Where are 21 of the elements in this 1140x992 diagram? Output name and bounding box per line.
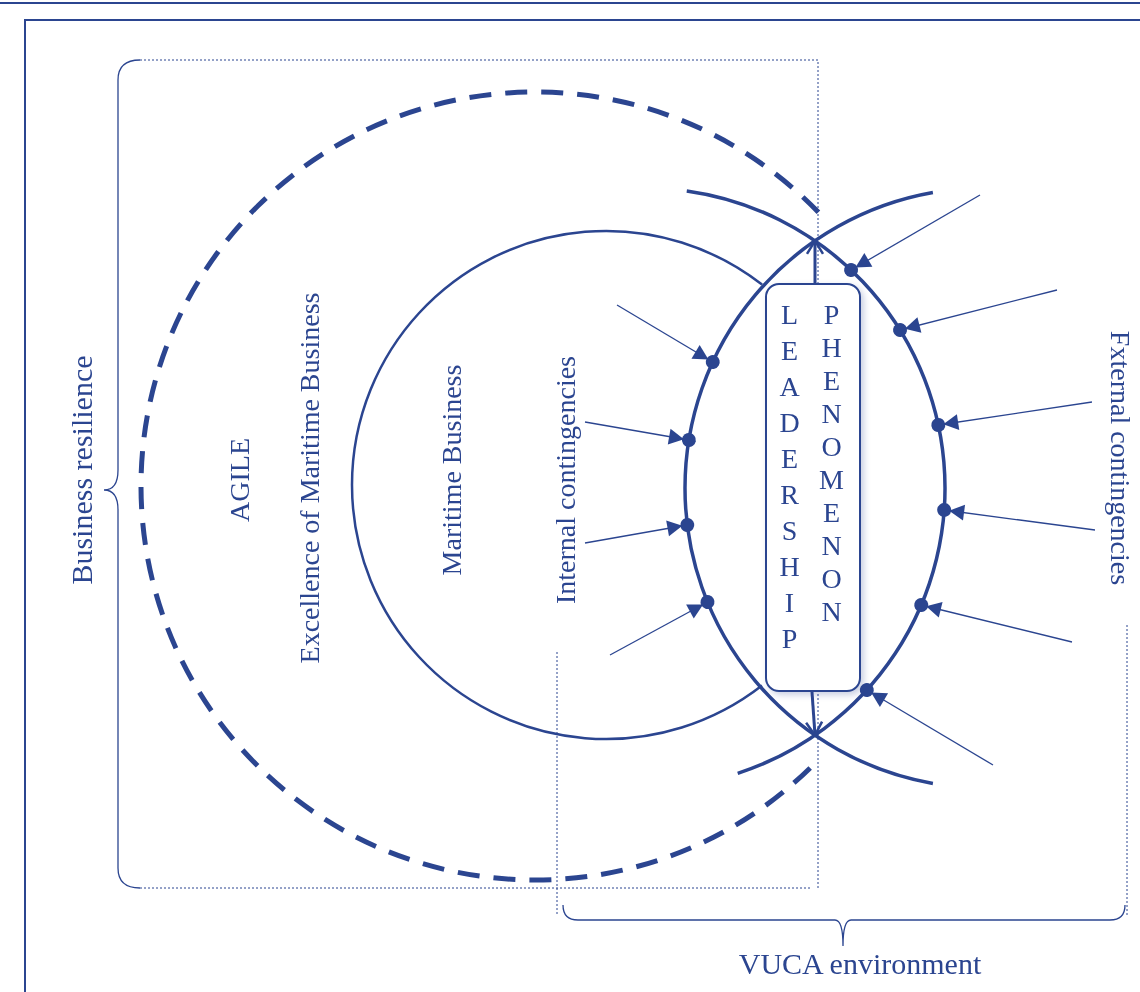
arrow	[584, 421, 696, 447]
arrow	[844, 194, 981, 277]
arrow	[937, 503, 1096, 531]
vertical-text: PHENOMENON	[817, 299, 845, 629]
arrow	[914, 598, 1073, 643]
arrow	[609, 595, 715, 656]
vertical-text: LEADERSHIP	[775, 299, 803, 659]
arrow	[859, 683, 994, 766]
circle-label: Excellence of Maritime Business	[296, 292, 324, 664]
circle-label: Maritime Business	[438, 364, 466, 576]
arrow	[805, 239, 825, 283]
arrow	[804, 691, 824, 737]
circle-label: AGILE	[226, 438, 254, 522]
bracket-label: Business resilience	[67, 355, 97, 585]
side-label: Internal contingencies	[552, 356, 580, 604]
bracket-label: VUCA environment	[738, 949, 982, 979]
side-label: Fxternal contingencies	[1106, 330, 1134, 586]
arrow	[616, 304, 720, 369]
arrow	[584, 518, 695, 544]
arrow	[893, 289, 1058, 337]
arrow	[931, 401, 1093, 432]
